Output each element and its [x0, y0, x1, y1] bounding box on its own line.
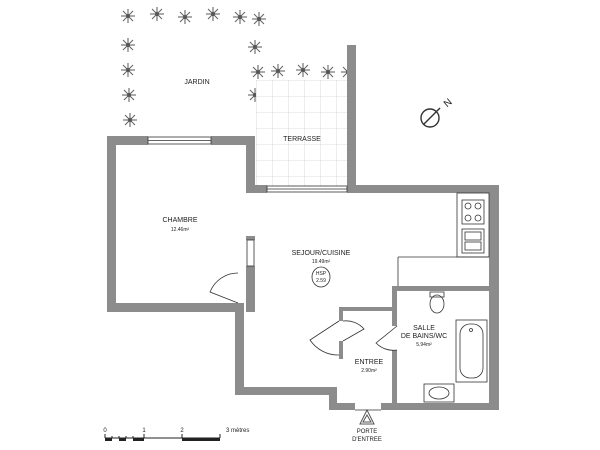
bathroom-fixtures: [423, 291, 488, 403]
entree-door-label: D'ENTREE: [352, 437, 382, 443]
hsp-value: 2.59: [316, 278, 326, 284]
compass-icon: N: [420, 97, 455, 128]
salle-de-bains-label-2: DE BAINS/WC: [401, 333, 447, 340]
scale-tick-0: 0: [103, 428, 107, 434]
doors: [209, 272, 398, 411]
scale-bar: 0 1 2 3 mètres: [103, 428, 249, 441]
scale-unit: 3 mètres: [226, 428, 249, 434]
sink-icon: [461, 228, 485, 254]
bathtub-icon: [455, 319, 488, 383]
entree-label: ENTREE: [355, 359, 384, 366]
salle-de-bains-label-1: SALLE: [413, 325, 435, 332]
toilet-icon: [429, 291, 445, 314]
porte-label: PORTE: [357, 429, 378, 435]
hsp-badge: HSP 2.59: [311, 266, 331, 288]
compass-north-label: N: [442, 97, 455, 110]
scale-tick-2: 2: [180, 428, 184, 434]
kitchen: [397, 192, 490, 286]
chambre-label: CHAMBRE: [162, 217, 197, 224]
walls: [107, 45, 499, 410]
entrance-arrow-icon: [359, 408, 375, 425]
sejour-area: 19.49m²: [312, 259, 331, 265]
entree-area: 2.90m²: [361, 368, 377, 374]
salle-de-bains-area: 5.94m²: [416, 342, 432, 348]
sejour-label: SEJOUR/CUISINE: [292, 250, 351, 257]
washbasin-icon: [423, 383, 455, 403]
hsp-label: HSP: [316, 271, 327, 277]
terrasse-label: TERRASSE: [283, 136, 321, 143]
chambre-area: 12.46m²: [171, 227, 190, 233]
scale-tick-1: 1: [142, 428, 146, 434]
terrace: TERRASSE: [256, 80, 348, 190]
jardin-label: JARDIN: [184, 79, 209, 86]
garden: JARDIN: [120, 6, 356, 128]
stove-icon: [461, 199, 485, 225]
windows: [147, 136, 348, 267]
